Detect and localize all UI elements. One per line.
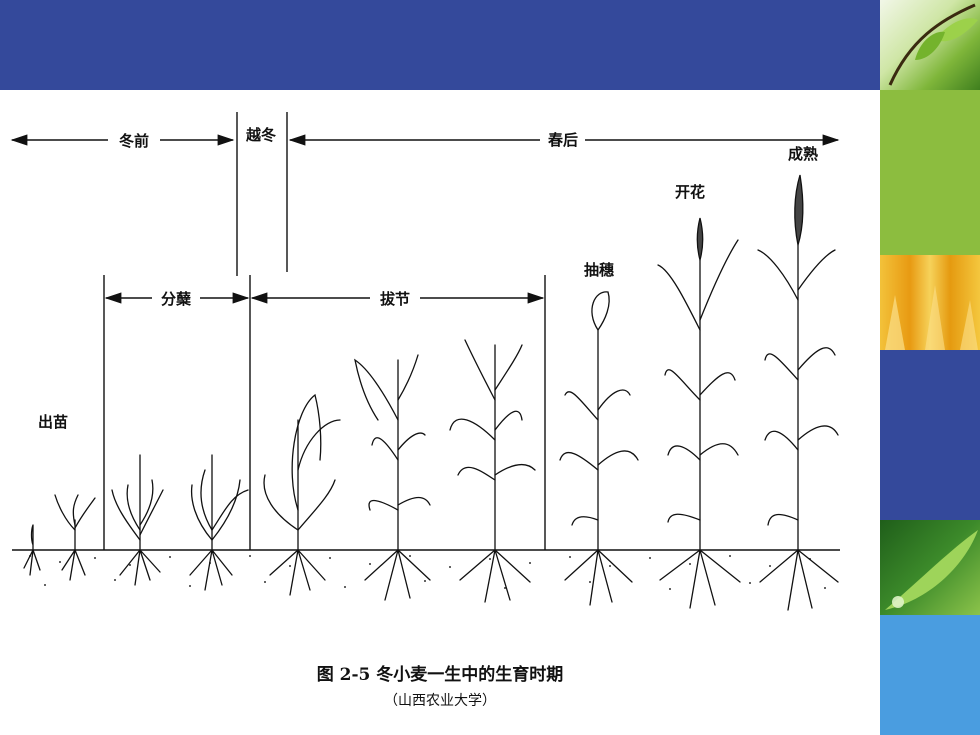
wheat-growth-diagram: 冬前 越冬 春后 分蘖 拔节 出苗 抽穗 开花 成熟 [10,112,840,611]
plant-tillering-1 [111,454,164,586]
plant-heading [559,291,639,606]
label-post-spring: 春后 [548,131,578,149]
label-pre-winter: 冬前 [119,132,149,150]
soil-ground [12,549,840,590]
label-overwinter: 越冬 [245,126,276,144]
label-emergence: 出苗 [38,413,68,431]
dewdrop-leaf-image [885,530,978,610]
label-maturity: 成熟 [788,145,818,163]
sidebar-orange-image [880,255,980,350]
plant-jointing-3 [449,339,536,603]
plant-maturity [757,174,839,611]
flower-image [885,285,978,350]
wheat-plants [23,174,839,611]
label-flowering: 开花 [675,183,705,201]
decorative-sidebar [880,0,980,735]
plant-jointing-2 [354,354,431,601]
phase-bar [10,112,840,276]
plant-jointing-1 [263,393,341,596]
leaf-image [888,3,978,86]
sidebar-leaf-image-bottom [880,520,980,615]
figure-caption-source: （山西农业大学） [384,693,496,709]
figure-caption-title: 图 2-5 冬小麦一生中的生育时期 [316,665,564,685]
plant-tillering-2 [189,454,249,591]
plant-flowering [657,217,741,609]
header-band [0,0,880,90]
sidebar-leaf-image-top [880,0,980,90]
sidebar-green-block [880,90,980,255]
sub-phase-bar [103,275,546,550]
plant-three-leaf [54,494,96,581]
label-heading: 抽穗 [584,261,614,279]
sidebar-lightblue-block [880,615,980,735]
label-jointing: 拔节 [380,290,410,308]
plant-seedling [23,524,41,576]
sidebar-blue-block [880,350,980,520]
label-tillering: 分蘖 [161,290,192,308]
